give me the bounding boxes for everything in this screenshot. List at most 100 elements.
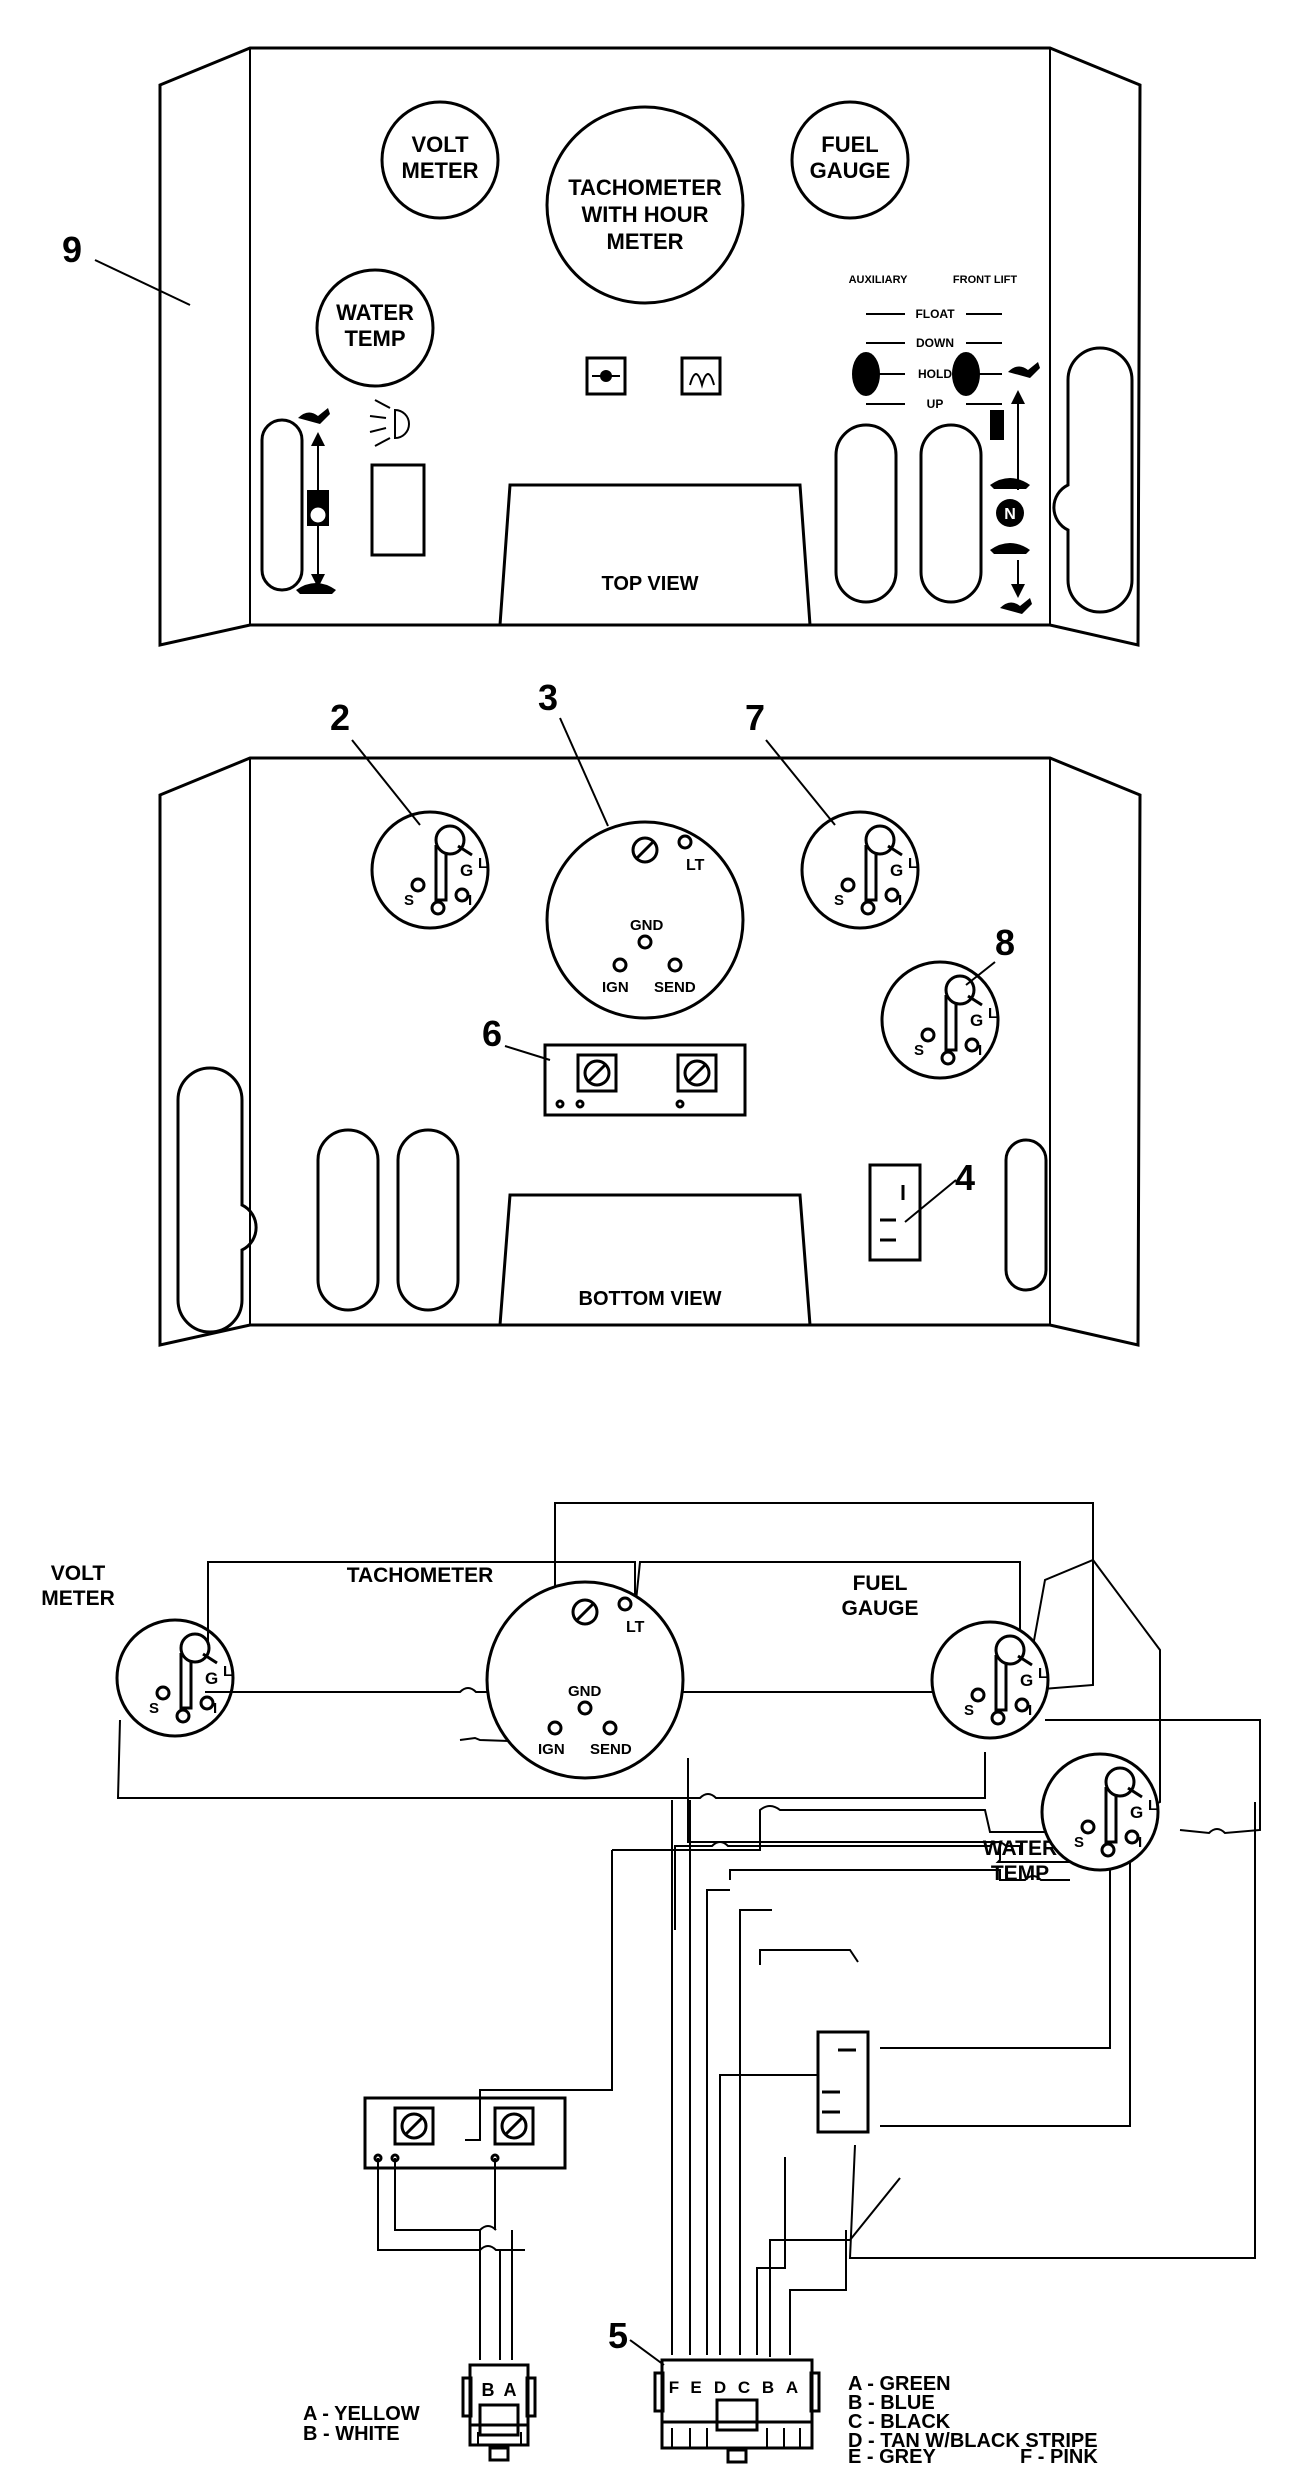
top-switch-opening — [370, 463, 426, 557]
wiring-schematic: VOLT METER TACHOMETER FUEL GAUGE WATER T… — [41, 1502, 1261, 2468]
top-tach-label-2: WITH HOUR — [581, 202, 708, 227]
plug-legend-a: A - YELLOW — [303, 2403, 420, 2425]
top-volt-meter-outline — [380, 100, 500, 220]
sch-fg-g-label: G — [1020, 1671, 1033, 1690]
callout-4: 4 — [955, 1157, 975, 1198]
sch-fg-i-label: I — [1028, 1702, 1032, 1719]
g8-g-label: G — [970, 1011, 983, 1030]
rabbit-fast-icon — [298, 408, 330, 424]
g3-ign-label: IGN — [602, 979, 629, 996]
top-water-temp-outline — [315, 268, 435, 388]
sch-wt-l-label: L — [1148, 1797, 1157, 1814]
sch-water-temp: G L S I — [1040, 1752, 1160, 1872]
callout-9: 9 — [62, 229, 82, 270]
indicator-light-2 — [680, 356, 722, 396]
g2-g-label: G — [460, 861, 473, 880]
conn-legend-b: B - BLUE — [848, 2392, 935, 2414]
g7-s-label: S — [834, 892, 844, 909]
sch-wt-i-label: I — [1138, 1834, 1142, 1851]
plug-legend-b: B - WHITE — [303, 2423, 400, 2445]
sch-tach-lt-label: LT — [626, 1619, 645, 1636]
top-tach-label-1: TACHOMETER — [568, 175, 722, 200]
callout-7: 7 — [745, 697, 765, 738]
shifter-attachment-icon — [990, 410, 1004, 440]
gauge-8-back: G L S I — [880, 960, 1000, 1080]
top-view-title: TOP VIEW — [601, 573, 698, 595]
aux-lever-knob — [852, 352, 880, 396]
g8-s-label: S — [914, 1042, 924, 1059]
plug-pin-b: B — [482, 2380, 495, 2400]
reverse-slow-icon — [990, 543, 1030, 554]
switch-block-6 — [543, 1043, 747, 1117]
top-water-label-1: WATER — [336, 300, 414, 325]
top-fuel-gauge-outline — [790, 100, 910, 220]
g2-l-label: L — [478, 855, 487, 872]
g7-g-label: G — [890, 861, 903, 880]
sch-vm-g-label: G — [205, 1669, 218, 1688]
front-lift-lever-knob — [952, 352, 980, 396]
top-tachometer-outline — [545, 105, 745, 305]
conn-pin-b: B — [762, 2378, 774, 2397]
sch-volt-meter: G L S I — [115, 1618, 235, 1738]
g3-send-label: SEND — [654, 979, 696, 996]
sch-tachometer: LT GND IGN SEND — [485, 1580, 685, 1780]
up-label: UP — [927, 397, 944, 411]
callout-8: 8 — [995, 922, 1015, 963]
conn-pin-c: C — [738, 2378, 750, 2397]
indicator-light-1 — [585, 356, 627, 396]
headlight-icon — [369, 399, 410, 447]
sch-wt-s-label: S — [1074, 1834, 1084, 1851]
front-lift-label: FRONT LIFT — [953, 274, 1017, 286]
conn-pin-a: A — [786, 2378, 798, 2397]
down-label: DOWN — [916, 336, 954, 350]
top-fuel-label-2: GAUGE — [810, 158, 891, 183]
conn-legend-c: C - BLACK — [848, 2411, 951, 2433]
g7-l-label: L — [908, 855, 917, 872]
hold-label: HOLD — [918, 367, 952, 381]
callout-3: 3 — [538, 677, 558, 718]
sch-fuel-label-2: GAUGE — [841, 1597, 918, 1620]
two-pin-plug — [461, 2363, 537, 2462]
reverse-fast-icon — [1000, 598, 1032, 614]
sch-fuel-gauge: G L S I — [930, 1620, 1050, 1740]
sch-tach-gnd-label: GND — [568, 1683, 602, 1700]
bottom-view-panel: G L S I 2 LT GND IGN SEND 3 — [158, 677, 1142, 1347]
callout-5: 5 — [608, 2315, 628, 2356]
top-tach-label-3: METER — [607, 229, 684, 254]
forward-slow-icon — [990, 478, 1030, 489]
g8-i-label: I — [978, 1042, 982, 1059]
switch-4 — [868, 1163, 922, 1262]
conn-legend-d: D - TAN W/BLACK STRIPE — [848, 2430, 1098, 2452]
sch-vm-i-label: I — [213, 1700, 217, 1717]
g7-i-label: I — [898, 892, 902, 909]
g8-l-label: L — [988, 1005, 997, 1022]
gauge-3-back: LT GND IGN SEND — [545, 820, 745, 1020]
forward-fast-icon — [1008, 362, 1040, 378]
sch-vm-l-label: L — [223, 1663, 232, 1680]
sch-tach-ign-label: IGN — [538, 1741, 565, 1758]
top-volt-label-2: METER — [402, 158, 479, 183]
turtle-slow-icon — [296, 583, 336, 594]
callout-2: 2 — [330, 697, 350, 738]
g2-i-label: I — [468, 892, 472, 909]
aux-label: AUXILIARY — [849, 274, 909, 286]
top-volt-label-1: VOLT — [411, 132, 469, 157]
conn-legend-e: E - GREY — [848, 2446, 936, 2468]
conn-legend-f: F - PINK — [1020, 2446, 1098, 2468]
bottom-view-title: BOTTOM VIEW — [579, 1288, 722, 1310]
conn-pin-f: F — [669, 2378, 679, 2397]
sch-tach-send-label: SEND — [590, 1741, 632, 1758]
g3-gnd-label: GND — [630, 917, 664, 934]
top-water-label-2: TEMP — [344, 326, 405, 351]
sch-wt-g-label: G — [1130, 1803, 1143, 1822]
neutral-label: N — [1004, 506, 1016, 523]
top-view-panel: VOLT METER TACHOMETER WITH HOUR METER FU… — [62, 46, 1142, 647]
sch-tach-label: TACHOMETER — [347, 1564, 494, 1587]
conn-pin-d: D — [714, 2378, 726, 2397]
sch-fuel-label-1: FUEL — [853, 1572, 908, 1595]
plug-pin-a: A — [504, 2380, 517, 2400]
sch-fg-l-label: L — [1038, 1665, 1047, 1682]
neutral-indicator — [996, 499, 1024, 527]
gauge-2-back: G L S I — [370, 810, 490, 930]
